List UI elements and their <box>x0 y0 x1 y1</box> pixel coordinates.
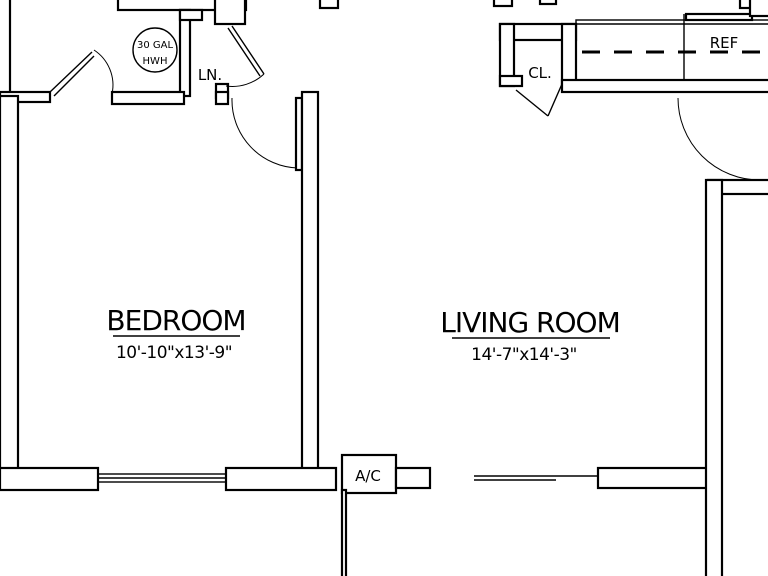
linen-closet-label: LN. <box>198 66 222 84</box>
hwh-linen-partition <box>110 8 230 106</box>
closet-door[interactable] <box>515 83 563 117</box>
right-wall <box>704 178 768 576</box>
living-room-name: LIVING ROOM <box>440 306 620 339</box>
bedroom-living-partition <box>300 90 320 479</box>
refrigerator: REF <box>710 34 739 52</box>
living-room-window <box>474 475 598 481</box>
linen-closet: LN. <box>198 66 222 84</box>
refrigerator-label: REF <box>710 34 739 52</box>
closet-label: CL. <box>528 64 552 82</box>
living-bottom-wall-left <box>340 466 432 576</box>
bedroom-name: BEDROOM <box>106 304 245 337</box>
bedroom-bottom-wall <box>224 466 338 492</box>
bedroom-window <box>97 473 227 483</box>
bedroom-dimensions: 10'-10"x13'-9" <box>116 343 232 363</box>
water-heater-label: 30 GAL <box>137 40 173 51</box>
living-bottom-wall-right <box>596 466 712 490</box>
entry-door[interactable] <box>677 97 761 181</box>
air-conditioner-label: A/C <box>355 467 381 485</box>
kitchen-counter <box>560 0 768 94</box>
water-heater-sublabel: HWH <box>143 56 168 67</box>
living-room-dimensions: 14'-7"x14'-3" <box>471 345 577 365</box>
closet: CL. <box>498 22 578 88</box>
bedroom-door[interactable] <box>214 90 304 172</box>
linen-closet-door[interactable] <box>225 25 265 87</box>
water-heater: 30 GAL HWH <box>132 27 178 73</box>
left-exterior-wall <box>0 0 100 492</box>
air-conditioner: A/C <box>340 453 398 495</box>
bedroom-closet-door[interactable] <box>49 49 114 97</box>
